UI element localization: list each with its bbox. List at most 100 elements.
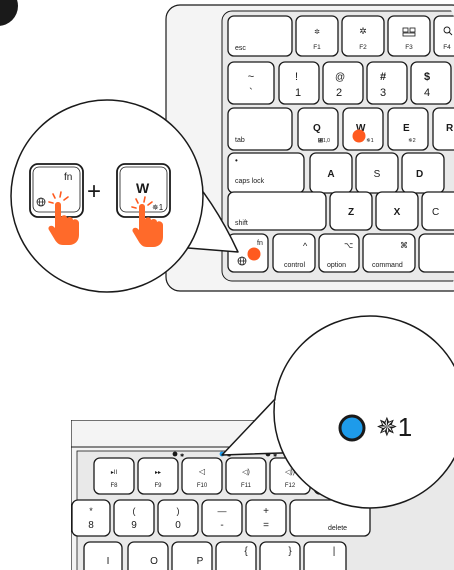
svg-text:Z: Z [348, 207, 354, 218]
svg-text:F1: F1 [313, 44, 321, 51]
svg-text:✵1: ✵1 [152, 203, 164, 212]
svg-text:(: ( [133, 506, 136, 516]
key-e: E ✵2 [388, 108, 428, 150]
key-a: A [310, 153, 352, 193]
svg-text:O: O [150, 556, 158, 567]
key-f2: ✲ F2 [342, 16, 384, 56]
volume-down-icon: ◁) [242, 469, 250, 476]
svg-text:W: W [136, 180, 150, 196]
svg-text:`: ` [249, 87, 253, 99]
svg-text:F2: F2 [359, 44, 367, 51]
key-3: # 3 [367, 62, 407, 104]
callout-circle [274, 316, 454, 508]
key-fn: fn [228, 234, 268, 272]
key-w: W ✵1 [343, 108, 383, 150]
key-f8: ▸II F8 [94, 458, 134, 494]
fast-forward-icon: ▸▸ [155, 470, 161, 476]
key-x: X [376, 192, 418, 230]
svg-text:Q: Q [313, 123, 321, 134]
svg-text:D: D [416, 169, 423, 180]
key-9: ( 9 [114, 500, 154, 536]
svg-text:F12: F12 [285, 483, 296, 489]
svg-text:⌘: ⌘ [400, 241, 408, 250]
svg-text:✱: ✱ [180, 453, 184, 459]
svg-text:shift: shift [235, 220, 248, 227]
key-tilde: ~ ` [228, 62, 274, 104]
key-z: Z [330, 192, 372, 230]
key-close-brace: } [260, 542, 300, 570]
svg-text:#: # [380, 71, 386, 83]
svg-text:F3: F3 [405, 44, 413, 51]
svg-text:@: @ [335, 72, 345, 83]
svg-text:fn: fn [257, 240, 263, 247]
svg-text:delete: delete [328, 525, 347, 532]
key-control: ^ control [273, 234, 315, 272]
svg-text:option: option [327, 262, 346, 269]
svg-text:✵2: ✵2 [408, 137, 416, 144]
key-f4: F4 [434, 16, 454, 56]
svg-text:A: A [327, 169, 334, 180]
mute-icon: ◁ [199, 467, 206, 476]
key-s: S [356, 153, 398, 193]
key-equals: + = [246, 500, 286, 536]
svg-text:F4: F4 [443, 44, 451, 51]
svg-text:control: control [284, 262, 305, 269]
svg-text:2: 2 [336, 87, 342, 99]
key-1: ! 1 [279, 62, 319, 104]
svg-text:F9: F9 [154, 483, 162, 489]
key-p: P [172, 542, 212, 570]
svg-text:$: $ [424, 71, 430, 83]
svg-text:F11: F11 [241, 483, 252, 489]
key-open-brace: { [216, 542, 256, 570]
svg-text:fn: fn [64, 172, 72, 183]
svg-text:E: E [403, 123, 410, 134]
key-f3: F3 [388, 16, 430, 56]
svg-text:✵1: ✵1 [366, 137, 374, 144]
key-f1: ✲ F1 [296, 16, 338, 56]
bright-icon: ✲ [359, 26, 367, 36]
key-d: D [402, 153, 444, 193]
step-number-badge [0, 0, 18, 26]
svg-text:tab: tab [235, 137, 245, 144]
svg-text:1: 1 [295, 87, 301, 99]
key-pipe: | [304, 542, 346, 570]
svg-text:=: = [263, 520, 269, 531]
svg-text:R: R [446, 123, 454, 134]
key-i: I [84, 542, 122, 570]
press-indicator-w [353, 130, 366, 143]
key-tab: tab [228, 108, 292, 150]
svg-text:9: 9 [131, 520, 137, 531]
svg-text:•: • [235, 156, 238, 165]
key-esc: esc [228, 16, 292, 56]
key-caps-lock: • caps lock [228, 153, 304, 193]
svg-text:X: X [394, 207, 401, 218]
svg-text:~: ~ [248, 71, 254, 83]
svg-text:): ) [177, 506, 180, 516]
svg-text:—: — [218, 506, 227, 516]
svg-text:command: command [372, 262, 403, 269]
svg-text:8: 8 [88, 520, 94, 531]
key-shift: shift [228, 192, 326, 230]
key-option: ⌥ option [319, 234, 359, 272]
svg-text:C: C [432, 207, 439, 218]
svg-text:⌥: ⌥ [344, 241, 353, 250]
key-r: R [433, 108, 454, 150]
svg-text:␸1,0: ␸1,0 [318, 137, 330, 144]
key-0: ) 0 [158, 500, 198, 536]
key-f9: ▸▸ F9 [138, 458, 178, 494]
key-command: ⌘ command [363, 234, 415, 272]
svg-text:4: 4 [424, 87, 430, 99]
svg-text:+: + [263, 506, 269, 517]
key-8: * 8 [72, 500, 110, 536]
svg-text:S: S [374, 169, 381, 180]
svg-text:F10: F10 [197, 483, 208, 489]
svg-text:I: I [107, 556, 110, 567]
bluetooth-led-indicator [340, 416, 364, 440]
svg-text:*: * [89, 506, 93, 516]
svg-text:3: 3 [380, 87, 386, 99]
key-c: C [422, 192, 454, 230]
svg-text:esc: esc [235, 45, 246, 52]
press-indicator-fn [248, 248, 261, 261]
key-2: @ 2 [323, 62, 363, 104]
